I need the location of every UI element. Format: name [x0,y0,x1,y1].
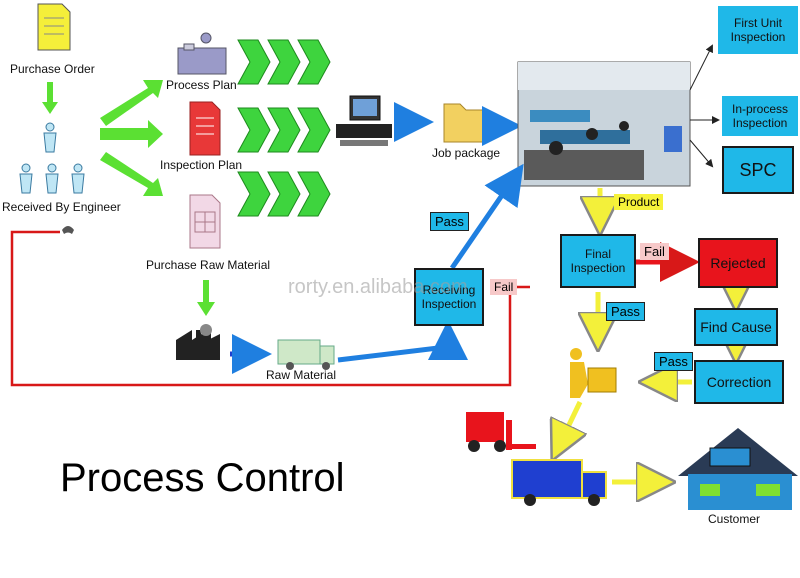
factory-icon [176,324,220,360]
watermark: rorty.en.alibaba.com [288,276,468,298]
received-by-engineer-label: Received By Engineer [2,200,121,214]
house-icon [678,428,798,510]
red-document-icon [189,101,221,156]
rejected-box: Rejected [698,238,778,288]
customer-label: Customer [708,512,761,526]
find-cause-box: Find Cause [694,308,778,346]
computer-icon [336,95,392,146]
desk-icon [177,32,227,75]
fail-tag-final: Fail [640,243,669,260]
arrow-purchase-to-factory [197,280,215,316]
job-package-label: Job package [432,146,501,160]
inspection-plan-label: Inspection Plan [160,158,243,172]
document-icon [37,3,71,51]
final-inspection-box: Final Inspection [560,234,636,288]
purchase-raw-material-label: Purchase Raw Material [146,258,271,272]
factory-photo [517,61,691,187]
pass-tag-correction: Pass [654,352,693,371]
pass-tag-receiving: Pass [430,212,469,231]
first-unit-inspection-box: First Unit Inspection [718,6,798,54]
people-icon [19,122,85,194]
arrow-po-to-engineer [42,82,58,114]
folder-icon [443,103,485,143]
delivery-truck-icon [511,459,607,506]
spreadsheet-icon [189,194,221,249]
fail-tag-receiving: Fail [490,279,518,295]
spc-box: SPC [722,146,794,194]
worker-icon [570,348,617,398]
pass-tag-final: Pass [606,302,645,321]
product-tag: Product [614,194,664,210]
raw-material-label: Raw Material [266,368,337,382]
receiving-inspection-box: Receiving Inspection [414,268,484,326]
arrows-engineer-to-plans [100,80,163,196]
chevron-grid [237,39,331,217]
phone-icon [62,226,74,234]
purchase-order-label: Purchase Order [10,62,95,76]
forklift-icon [466,412,536,452]
correction-box: Correction [694,360,784,404]
truck-icon [277,339,335,370]
process-plan-label: Process Plan [166,78,237,92]
in-process-inspection-box: In-process Inspection [722,96,798,136]
yellow-arrows [556,188,736,482]
page-title: Process Control [60,456,345,500]
